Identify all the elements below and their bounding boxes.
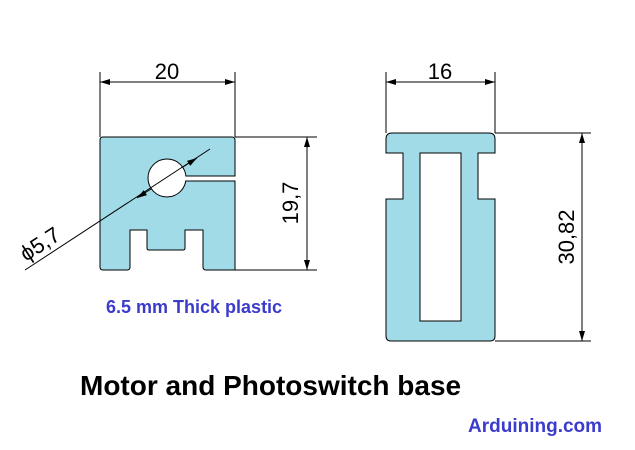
width-dimension-20: 20 [155, 59, 179, 84]
motor-base-dimensions [24, 72, 317, 271]
drawing-title: Motor and Photoswitch base [80, 370, 462, 401]
site-credit: Arduining.com [468, 416, 603, 437]
thickness-note: 6.5 mm Thick plastic [106, 297, 283, 317]
height-dimension-19-7: 19,7 [278, 182, 303, 225]
motor-base-body [99, 136, 236, 271]
width-dimension-16: 16 [428, 59, 452, 84]
photoswitch-base-part [385, 132, 496, 342]
motor-base-part [99, 136, 236, 271]
sensor-window [419, 152, 462, 322]
hole-diameter-dimension: ϕ5,7 [15, 222, 65, 266]
height-dimension-30-82: 30,82 [554, 209, 579, 264]
photoswitch-base-dimensions [385, 72, 591, 342]
